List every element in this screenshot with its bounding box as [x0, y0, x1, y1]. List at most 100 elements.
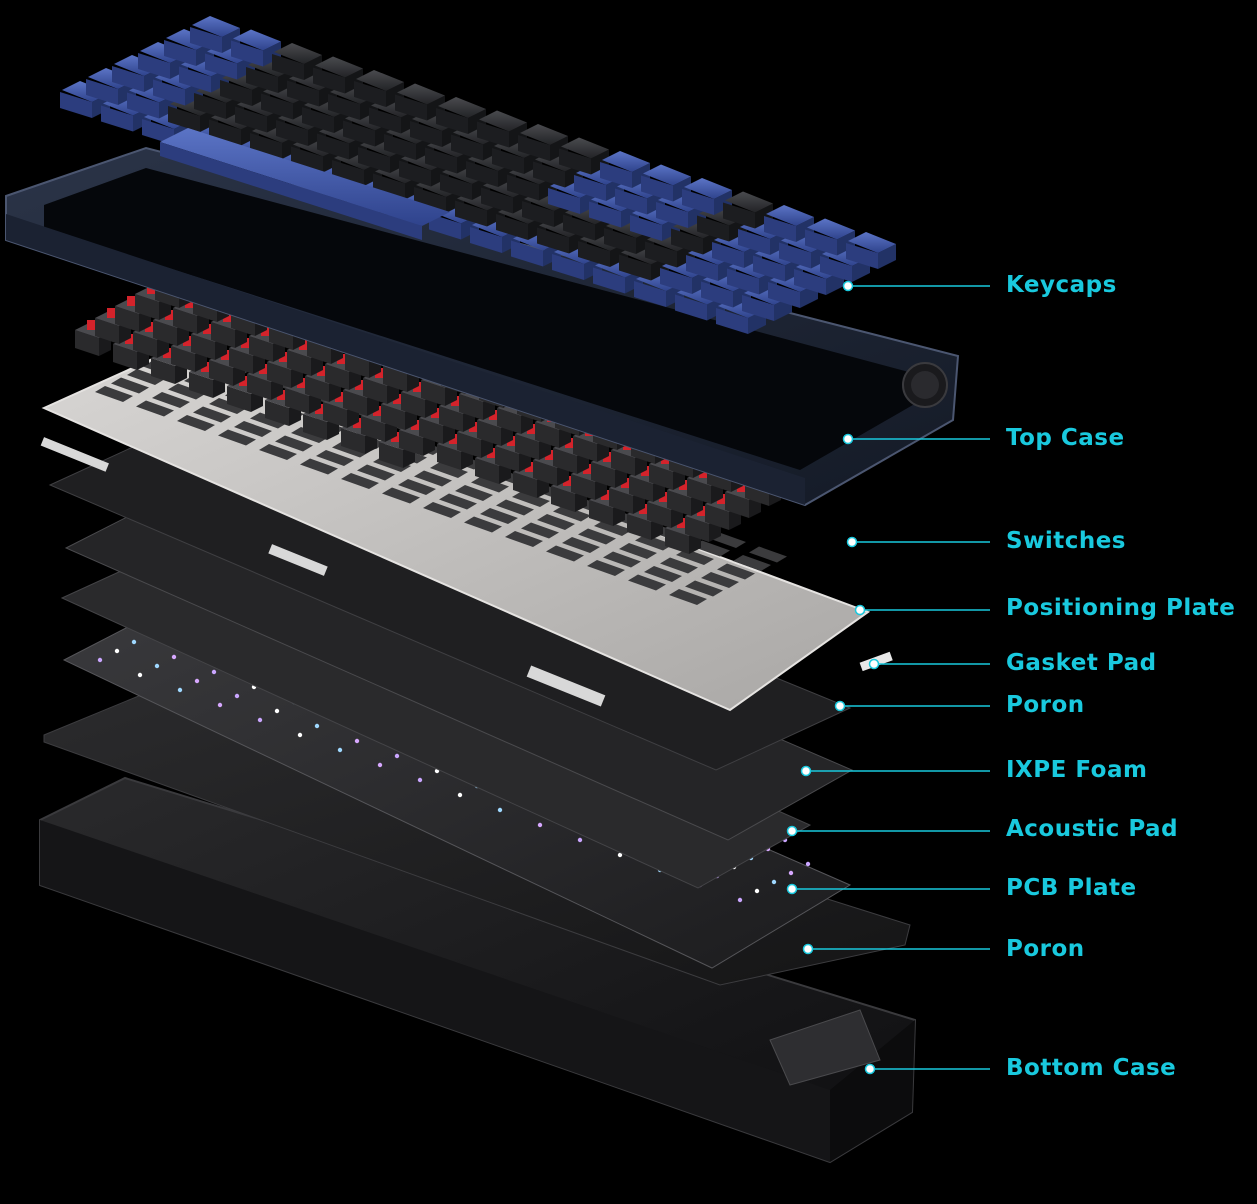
- pcb-led: [131, 639, 137, 645]
- callout-label-gasket-pad: Gasket Pad: [1006, 650, 1157, 676]
- plate-cutout: [521, 522, 559, 539]
- leader-dot: [802, 943, 814, 955]
- leader-dot: [846, 536, 858, 548]
- callout-label-poron-lower: Poron: [1006, 936, 1085, 962]
- pcb-led: [114, 648, 120, 654]
- leader-dot: [864, 1063, 876, 1075]
- pcb-led: [497, 807, 503, 813]
- plate-cutout: [382, 487, 420, 504]
- pcb-led: [337, 747, 343, 753]
- leader-dot: [854, 604, 866, 616]
- pcb-led: [257, 717, 263, 723]
- pcb-led: [617, 852, 623, 858]
- pcb-led: [177, 687, 183, 693]
- plate-cutout: [685, 580, 723, 597]
- plate-cutout: [234, 421, 272, 437]
- callout-label-positioning-plate: Positioning Plate: [1006, 595, 1236, 621]
- callout-label-pcb-plate: PCB Plate: [1006, 875, 1137, 901]
- plate-cutout: [692, 540, 730, 557]
- keycap-spacebar: [160, 128, 450, 226]
- plate-cutout: [594, 520, 632, 536]
- plate-cutout: [512, 491, 550, 507]
- plate-cutout: [537, 514, 575, 530]
- leader-dot: [786, 825, 798, 837]
- leader-dot: [842, 280, 854, 292]
- plate-cutout: [644, 566, 682, 582]
- leader-dot: [842, 433, 854, 445]
- plate-cutout: [341, 473, 379, 489]
- pcb-led: [171, 654, 177, 660]
- plate-cutout: [127, 369, 165, 385]
- plate-cutout: [193, 406, 231, 423]
- plate-cutout: [209, 398, 247, 414]
- keycap: [846, 232, 896, 269]
- plate-cutout: [628, 574, 666, 591]
- top-case-layer: [5, 146, 960, 507]
- plate-cutout: [669, 589, 707, 605]
- plate-cutout: [259, 444, 297, 460]
- leader-dot: [786, 883, 798, 895]
- plate-cutout: [635, 534, 673, 551]
- pcb-led: [537, 822, 543, 828]
- callout-label-keycaps: Keycaps: [1006, 272, 1117, 298]
- pcb-led: [377, 762, 383, 768]
- pcb-led: [97, 657, 103, 663]
- plate-cutout: [471, 476, 509, 493]
- plate-cutout: [357, 464, 395, 481]
- callout-label-ixpe-foam: IXPE Foam: [1006, 757, 1148, 783]
- plate-cutout: [676, 549, 714, 565]
- bottom-case-layer: [39, 776, 917, 1164]
- plate-cutout: [546, 545, 584, 562]
- plate-cutout: [717, 563, 755, 580]
- pcb-led: [274, 708, 280, 714]
- pcb-led: [211, 669, 217, 675]
- callout-label-switches: Switches: [1006, 528, 1126, 554]
- plate-cutout: [553, 505, 591, 522]
- plate-cutout: [316, 450, 354, 466]
- callout-label-acoustic-pad: Acoustic Pad: [1006, 816, 1179, 842]
- pcb-led: [354, 738, 360, 744]
- pcb-led: [737, 897, 743, 903]
- plate-cutout: [398, 479, 436, 495]
- plate-cutout: [95, 386, 133, 402]
- pcb-led: [394, 753, 400, 759]
- plate-cutout: [496, 499, 534, 516]
- plate-cutout: [439, 493, 477, 510]
- leader-dot: [800, 765, 812, 777]
- plate-cutout: [455, 485, 493, 501]
- pcb-led: [314, 723, 320, 729]
- pcb-led: [194, 678, 200, 684]
- plate-cutout: [733, 555, 771, 571]
- callout-leader-lines: [786, 280, 990, 1075]
- plate-cutout: [177, 415, 215, 431]
- plate-cutout: [578, 528, 616, 545]
- plate-cutout: [300, 458, 338, 475]
- plate-cutout: [701, 572, 739, 588]
- plate-cutout: [414, 470, 452, 487]
- plate-cutout: [480, 508, 518, 524]
- plate-cutout: [423, 502, 461, 518]
- plate-cutout: [218, 429, 256, 446]
- pcb-led: [788, 870, 794, 876]
- pcb-led: [297, 732, 303, 738]
- plate-cutout: [587, 560, 625, 576]
- callout-label-poron-upper: Poron: [1006, 692, 1085, 718]
- plate-cutout: [660, 557, 698, 574]
- plate-cutout: [275, 435, 313, 452]
- pcb-led: [577, 837, 583, 843]
- keycap-spacebar-side: [160, 142, 422, 240]
- plate-cutout: [430, 462, 468, 478]
- plate-cutout: [291, 427, 329, 443]
- plate-cutout: [152, 392, 190, 408]
- pcb-led: [457, 792, 463, 798]
- pcb-led: [234, 693, 240, 699]
- plate-cutout: [505, 531, 543, 547]
- plate-cutout: [111, 377, 149, 394]
- pcb-led: [154, 663, 160, 669]
- plate-cutout: [464, 516, 502, 533]
- pcb-led: [417, 777, 423, 783]
- plate-cutout: [603, 551, 641, 568]
- plate-cutout: [562, 537, 600, 553]
